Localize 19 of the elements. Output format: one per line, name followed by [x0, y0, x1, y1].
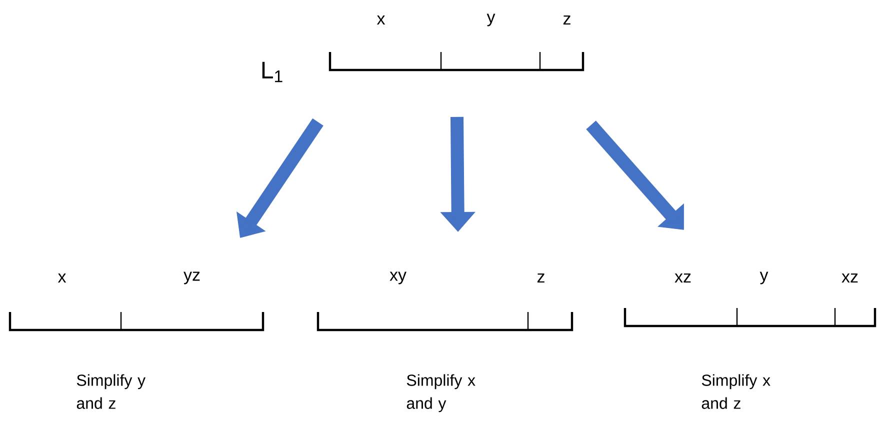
segment-bar — [8, 312, 264, 332]
node-label: Simplify y and z — [76, 374, 146, 409]
segment-label: xz — [842, 274, 858, 282]
node-label: Simplify x and z — [702, 374, 770, 409]
block-arrow — [586, 120, 684, 230]
segment-bar — [624, 308, 876, 328]
segment-label: z — [537, 274, 544, 282]
segment-bar — [328, 52, 584, 72]
node-label: Simplify x and y — [406, 374, 476, 412]
segment-name: L$_{1}$ — [262, 62, 282, 82]
segment-label: yz — [184, 272, 200, 284]
segment-label: x — [58, 274, 66, 282]
segment-label: xy — [390, 272, 406, 284]
segment-bar — [316, 312, 574, 332]
segment-label: xz — [674, 274, 691, 282]
segment-label: z — [563, 16, 570, 24]
segment-label: y — [486, 14, 496, 26]
segment-label: y — [760, 272, 768, 284]
segment-label: x — [376, 16, 386, 24]
